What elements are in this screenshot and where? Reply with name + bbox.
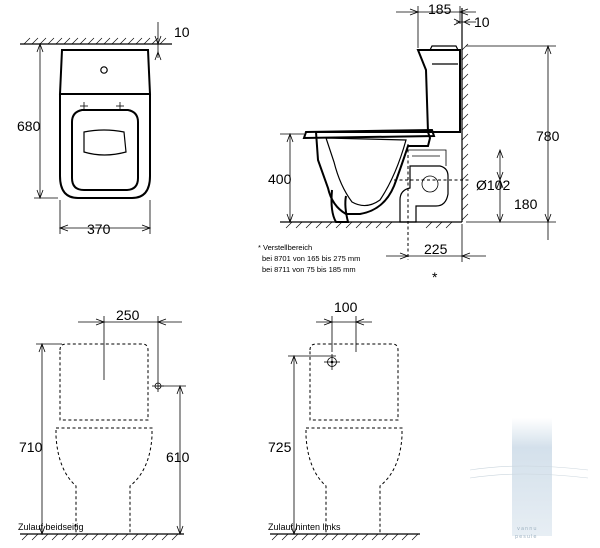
rear-inlet-offset-label: 100 <box>334 299 358 315</box>
front-view-right: 100 725 Zulauf hinten links <box>268 299 420 541</box>
bowl-inner <box>325 137 407 207</box>
watermark-swoosh <box>469 465 589 471</box>
front-right-bowl <box>305 427 403 535</box>
asterisk-label: * <box>432 269 438 285</box>
watermark: vannu pesule <box>469 418 589 540</box>
hinge-marker-left <box>80 102 88 110</box>
front-left-floor-hatching <box>21 533 179 541</box>
side-view: 185 10 780 400 Ø102 180 225 <box>258 1 560 285</box>
tank-top-outline <box>58 49 152 95</box>
bowl-side-outline <box>314 131 432 215</box>
watermark-band <box>512 418 552 536</box>
front-inlet-offset-label: 250 <box>116 307 140 323</box>
outlet-diameter-label: Ø102 <box>476 177 510 193</box>
side-wall-hatching <box>461 43 469 221</box>
tank-offset-label: 185 <box>428 1 452 17</box>
floor-hatching <box>285 221 453 229</box>
seat-height-label: 400 <box>268 171 292 187</box>
front-left-tank <box>59 343 149 421</box>
front-right-floor-hatching <box>271 533 419 541</box>
depth-label: 680 <box>17 118 41 134</box>
front-view-left: 250 710 610 Zulauf beidseitig <box>18 307 190 541</box>
note-line-2: bei 8711 von 75 bis 185 mm <box>262 265 356 274</box>
outlet-pipe <box>399 165 449 223</box>
seat-inner <box>83 129 127 156</box>
tank-side-outline <box>416 49 461 133</box>
note-title: * Verstellbereich <box>258 243 312 252</box>
front-height-label: 710 <box>19 439 43 455</box>
top-gap-label: 10 <box>174 24 190 40</box>
seat-outline <box>71 109 139 191</box>
wall-hatching <box>23 37 167 45</box>
top-view: 10 680 370 <box>17 22 190 237</box>
tank-lid <box>429 45 459 51</box>
caption-front-right: Zulauf hinten links <box>268 522 341 532</box>
outlet-height-label: 180 <box>514 196 538 212</box>
tank-gap-label: 10 <box>474 14 490 30</box>
front-right-tank <box>309 343 399 421</box>
width-label: 370 <box>87 221 111 237</box>
watermark-text-1: vannu <box>517 526 538 532</box>
hinge-marker-right <box>116 102 124 110</box>
front-left-bowl <box>55 427 153 535</box>
foot-front <box>330 189 350 223</box>
outlet-offset-label: 225 <box>424 241 448 257</box>
watermark-text-2: pesule <box>515 534 538 540</box>
front-inlet-height-label: 610 <box>166 449 190 465</box>
total-height-label: 780 <box>536 128 560 144</box>
caption-front-left: Zulauf beidseitig <box>18 522 84 532</box>
note-line-1: bei 8701 von 165 bis 275 mm <box>262 254 360 263</box>
seat-side <box>302 128 436 140</box>
flush-button-icon <box>100 66 108 74</box>
bowl-top-outline <box>59 94 151 199</box>
rear-height-label: 725 <box>268 439 292 455</box>
outlet-circle <box>421 175 439 193</box>
